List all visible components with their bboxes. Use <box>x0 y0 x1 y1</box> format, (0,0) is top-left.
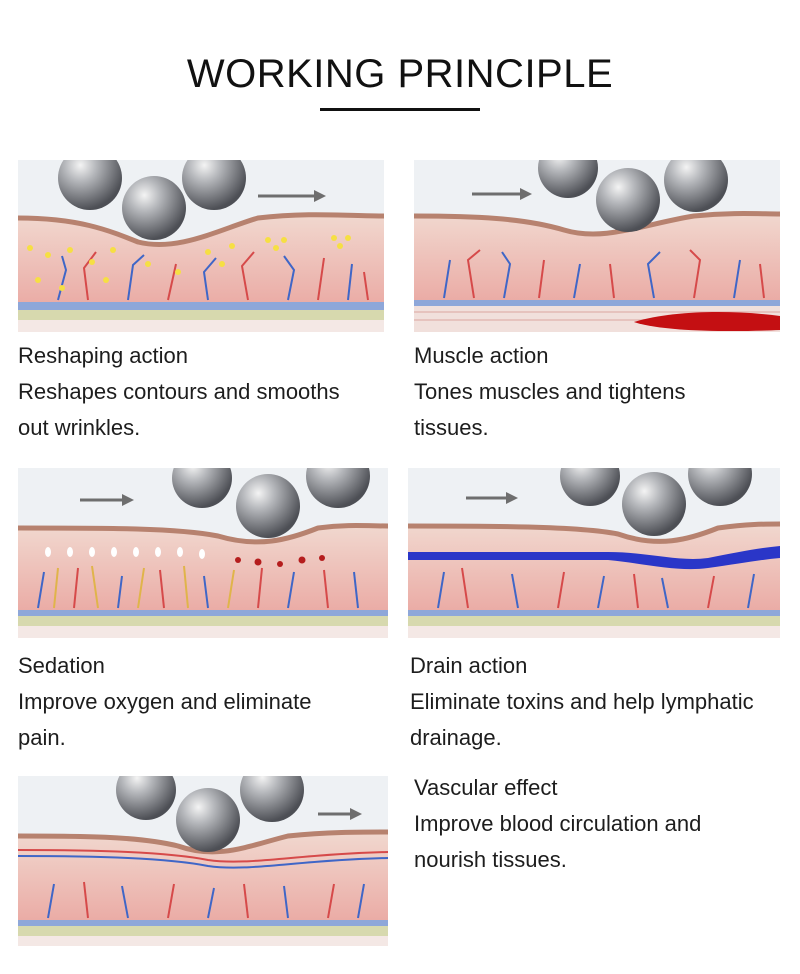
vascular-illustration <box>18 776 388 946</box>
drain-caption: Drain action Eliminate toxins and help l… <box>410 648 796 756</box>
vascular-desc-line2: nourish tissues. <box>414 847 567 872</box>
drain-desc-line1: Eliminate toxins and help lymphatic <box>410 689 754 714</box>
reshaping-caption: Reshaping action Reshapes contours and s… <box>18 338 388 446</box>
drain-heading: Drain action <box>410 653 528 678</box>
title-underline <box>320 108 480 111</box>
reshaping-illustration <box>18 160 384 332</box>
muscle-heading: Muscle action <box>414 343 549 368</box>
muscle-caption: Muscle action Tones muscles and tightens… <box>414 338 784 446</box>
sedation-desc-line2: pain. <box>18 725 66 750</box>
vascular-heading: Vascular effect <box>414 775 558 800</box>
sedation-desc-line1: Improve oxygen and eliminate <box>18 689 312 714</box>
reshaping-desc-line2: out wrinkles. <box>18 415 141 440</box>
vascular-caption: Vascular effect Improve blood circulatio… <box>414 770 784 878</box>
drain-illustration <box>408 468 780 638</box>
muscle-desc-line2: tissues. <box>414 415 489 440</box>
sedation-illustration <box>18 468 388 638</box>
reshaping-heading: Reshaping action <box>18 343 189 368</box>
page-title: WORKING PRINCIPLE <box>186 52 614 96</box>
reshaping-desc-line1: Reshapes contours and smooths <box>18 379 340 404</box>
muscle-illustration <box>414 160 780 332</box>
sedation-caption: Sedation Improve oxygen and eliminate pa… <box>18 648 388 756</box>
vascular-desc-line1: Improve blood circulation and <box>414 811 702 836</box>
muscle-desc-line1: Tones muscles and tightens <box>414 379 686 404</box>
drain-desc-line2: drainage. <box>410 725 502 750</box>
sedation-heading: Sedation <box>18 653 105 678</box>
